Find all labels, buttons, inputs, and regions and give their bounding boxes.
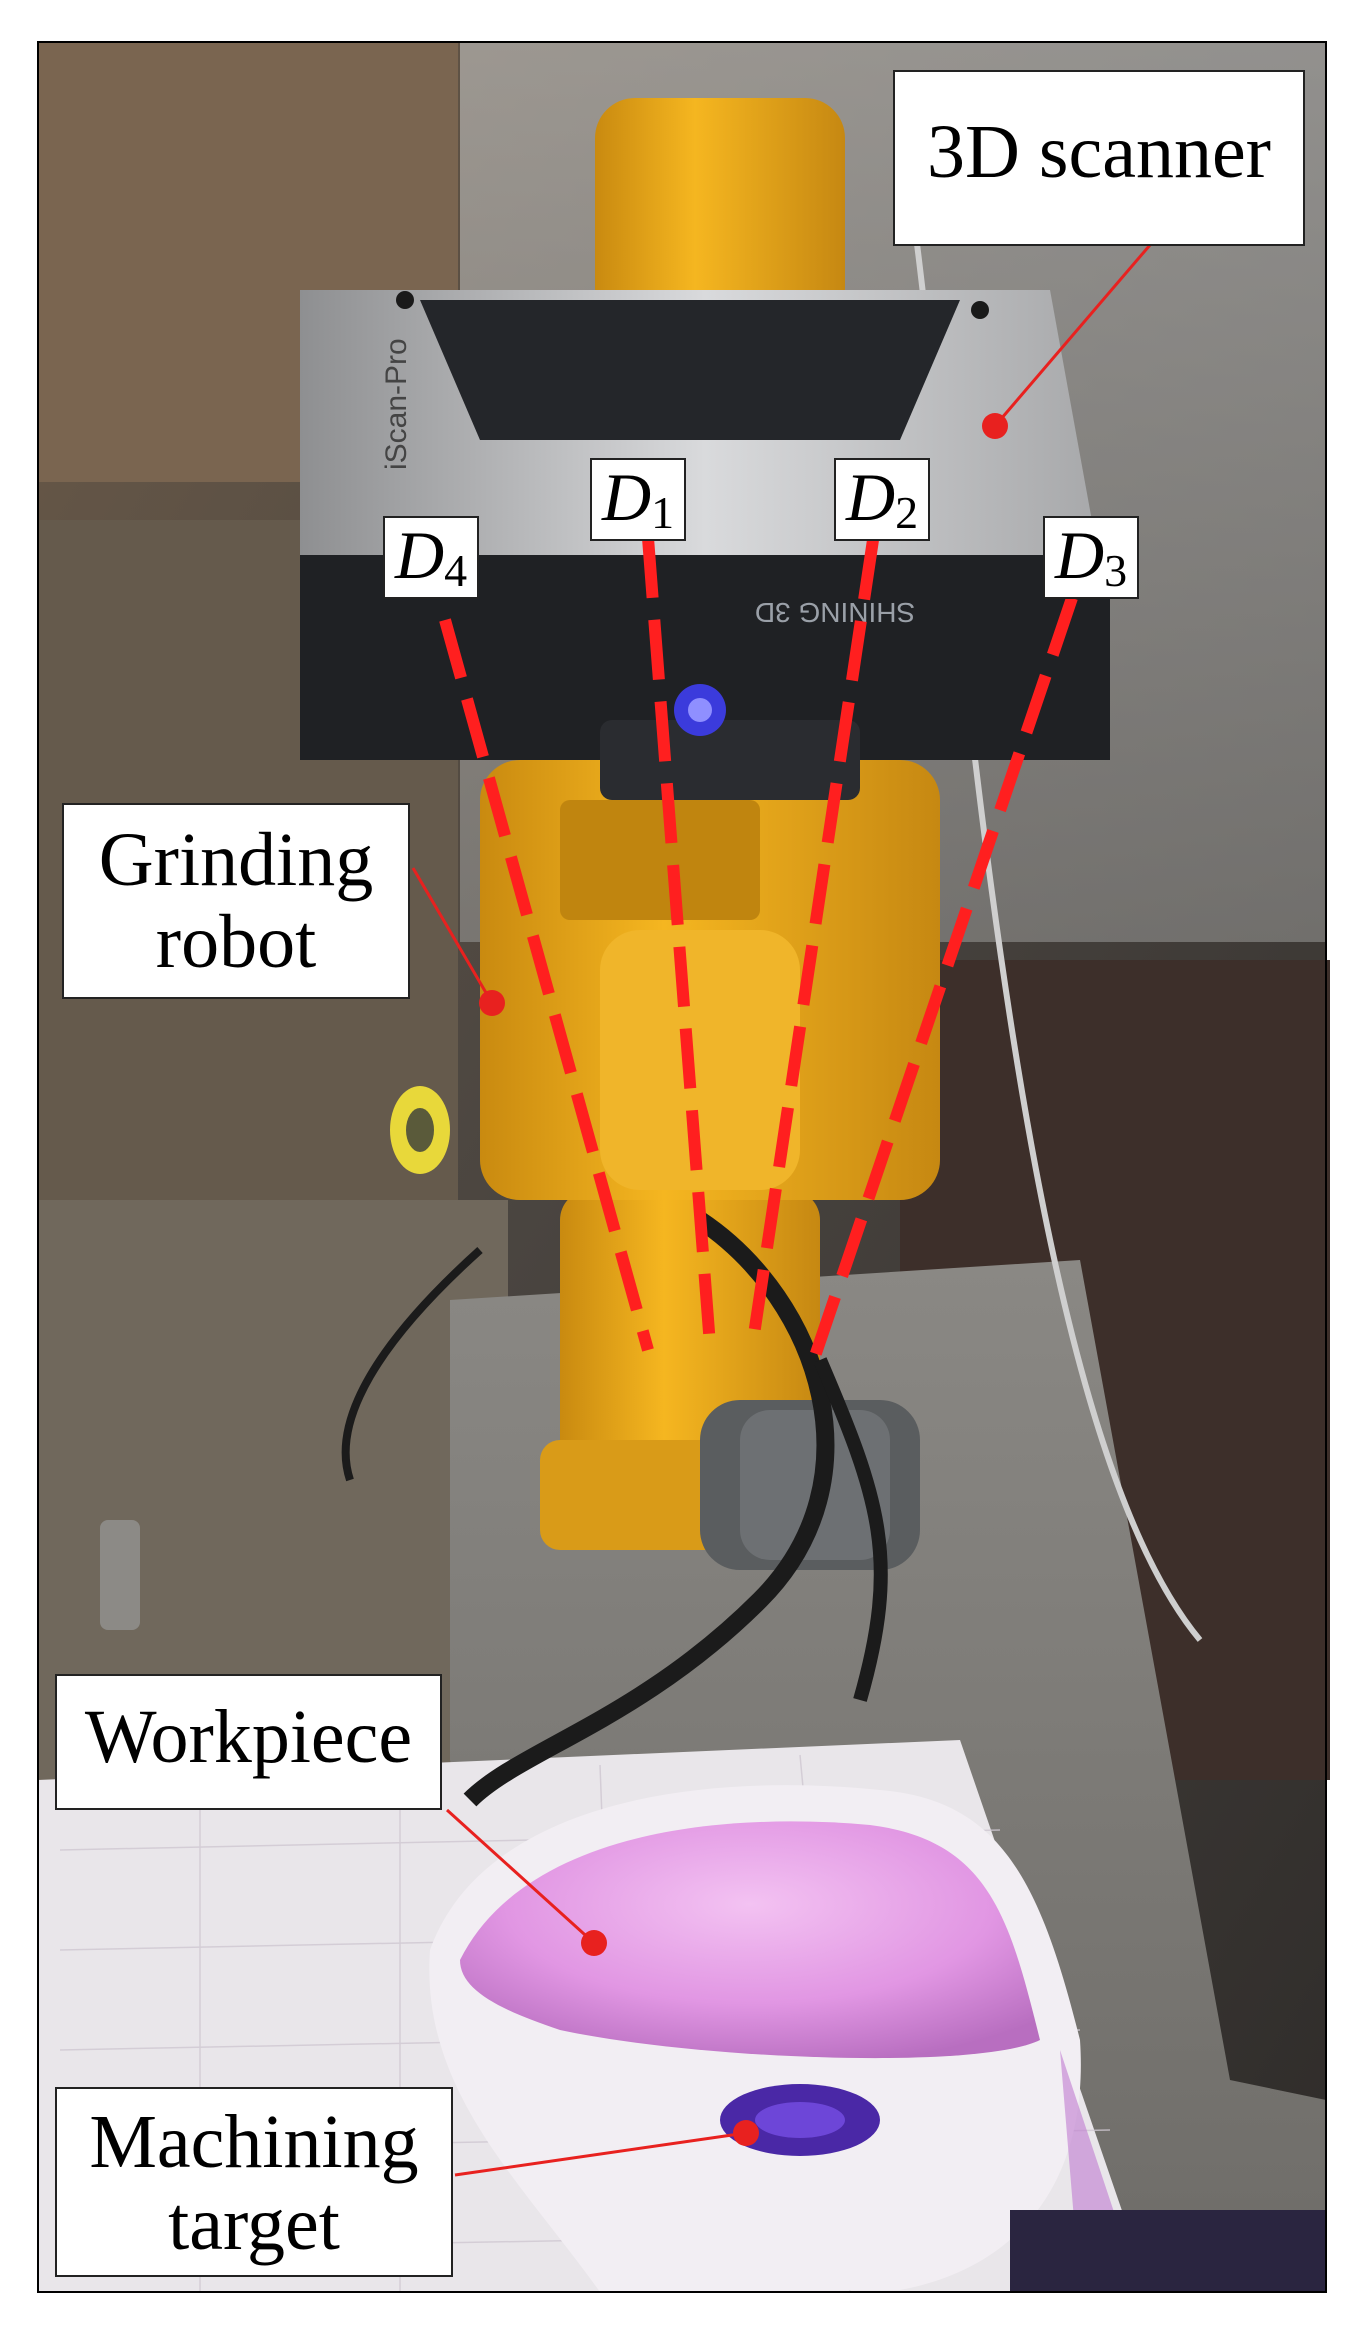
scanner-brand-front: SHINING 3D bbox=[755, 597, 915, 628]
distance-line-d1 bbox=[642, 537, 716, 1346]
distance-line-d2 bbox=[746, 539, 879, 1349]
distance-line-d3 bbox=[807, 596, 1078, 1364]
marker-dot-robot bbox=[479, 990, 505, 1016]
label-d2-letter: D bbox=[846, 459, 896, 535]
marker-dot-scanner bbox=[982, 413, 1008, 439]
label-grinding-robot: Grinding robot bbox=[62, 803, 410, 999]
label-d4-subscript: 4 bbox=[444, 545, 468, 596]
label-d3-letter: D bbox=[1055, 517, 1105, 593]
label-machining-target: Machining target bbox=[55, 2087, 453, 2277]
label-d2-subscript: 2 bbox=[895, 487, 919, 538]
label-d3-subscript: 3 bbox=[1104, 545, 1128, 596]
label-d1-letter: D bbox=[602, 459, 652, 535]
label-d1-subscript: 1 bbox=[651, 487, 675, 538]
label-workpiece: Workpiece bbox=[55, 1674, 442, 1810]
label-machining-target-line1: Machining bbox=[89, 2100, 419, 2184]
label-workpiece-text: Workpiece bbox=[84, 1695, 413, 1779]
label-machining-target-line2: target bbox=[168, 2182, 340, 2267]
leader-line-workpiece bbox=[445, 1808, 596, 1945]
label-3d-scanner: 3D scanner bbox=[893, 70, 1305, 246]
label-grinding-robot-line1: Grinding bbox=[98, 818, 374, 902]
marker-dot-workpiece bbox=[581, 1930, 607, 1956]
marker-dot-target bbox=[733, 2120, 759, 2146]
leader-line-target bbox=[454, 2131, 747, 2177]
label-grinding-robot-line2: robot bbox=[155, 900, 317, 985]
label-d1: D1 bbox=[590, 458, 687, 541]
label-3d-scanner-text: 3D scanner bbox=[927, 110, 1271, 194]
scanner-brand-side: iScan-Pro bbox=[380, 338, 413, 470]
distance-line-d4 bbox=[439, 618, 654, 1352]
label-d4-letter: D bbox=[395, 517, 445, 593]
label-d3: D3 bbox=[1043, 516, 1140, 599]
leader-line-robot bbox=[411, 867, 494, 1004]
label-d4: D4 bbox=[383, 516, 480, 599]
leader-line-scanner bbox=[993, 244, 1152, 427]
label-d2: D2 bbox=[834, 458, 931, 541]
